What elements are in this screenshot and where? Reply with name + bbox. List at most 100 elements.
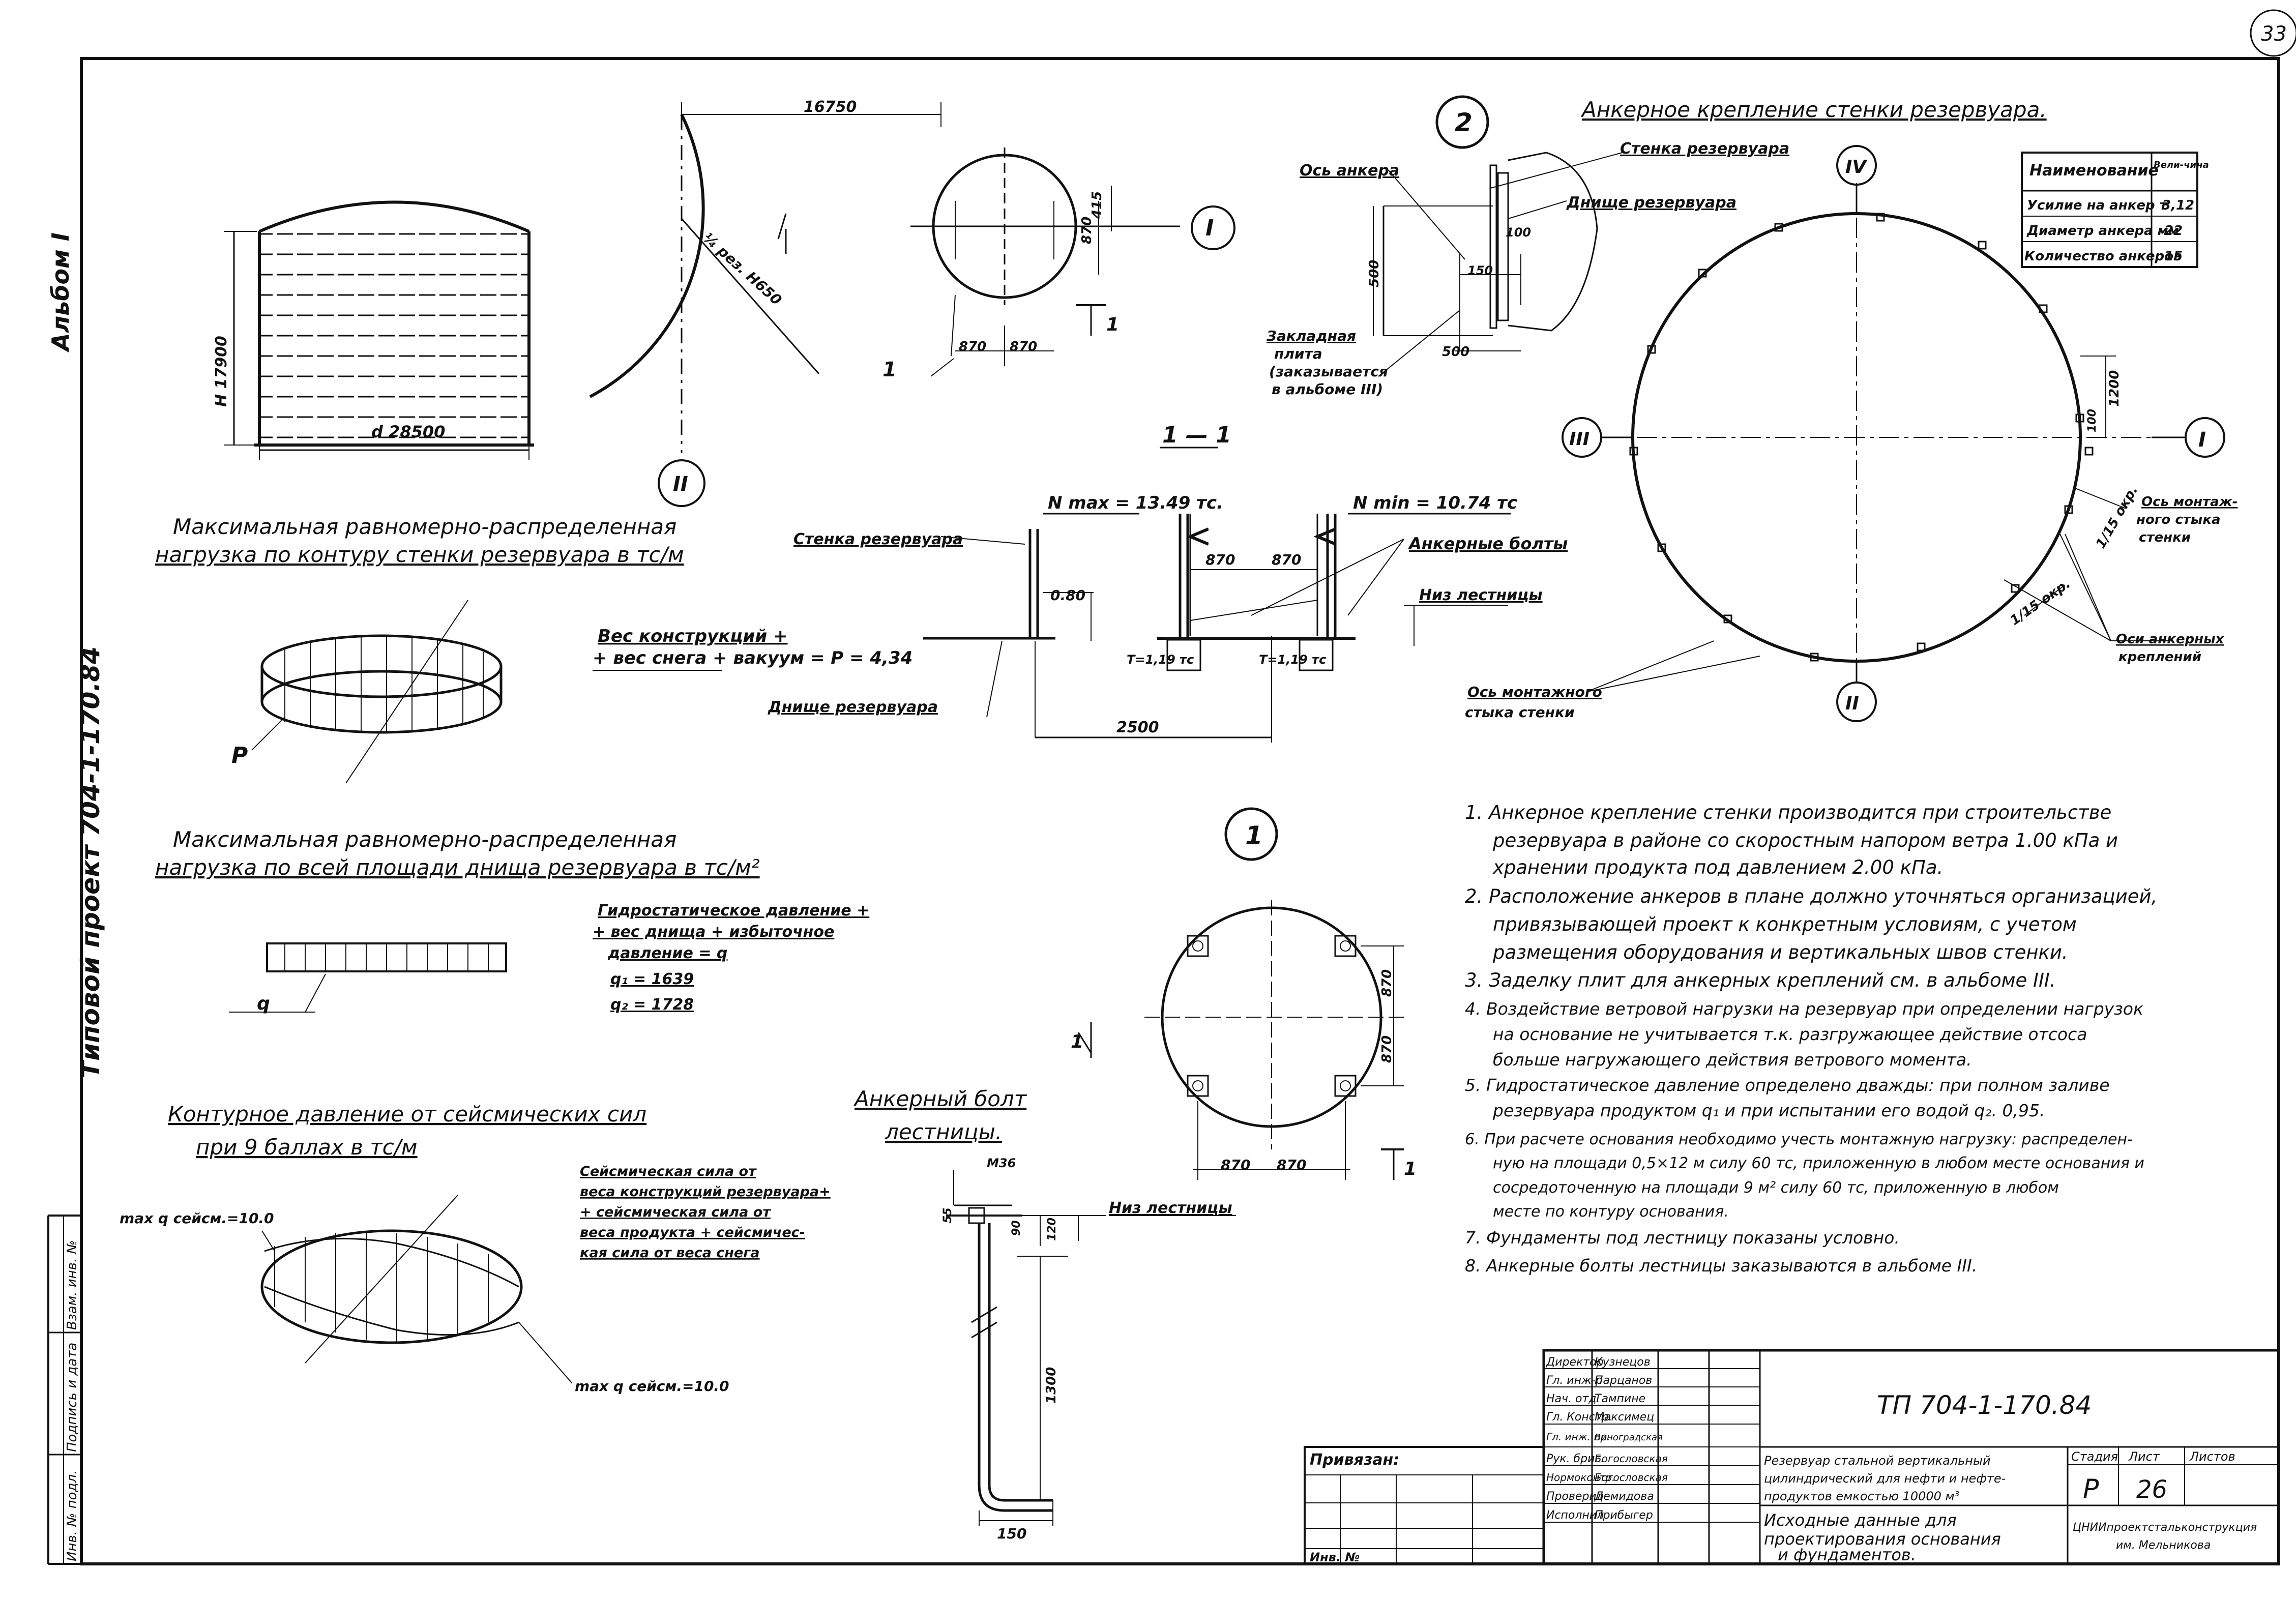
stair-bolt-dim-150: 150: [997, 1525, 1026, 1542]
tank-diameter-dim: d 28500: [371, 422, 445, 441]
name-6: Богословская: [1595, 1453, 1668, 1465]
detail-1-dim-870c: 870: [1221, 1157, 1250, 1173]
spec-row-3-value: 15: [2164, 249, 2183, 264]
seismic-title-2: при 9 баллах в тс/м: [196, 1135, 418, 1160]
bottom-formula-3: давление = q: [607, 944, 727, 962]
seismic-title-1: Контурное давление от сейсмических сил: [168, 1102, 646, 1127]
radius-label: ¼ рез. H650: [699, 229, 785, 309]
detail-1-number: 1: [1245, 821, 1263, 850]
p-label: P: [231, 743, 248, 768]
nmax-label: N max = 13.49 тс.: [1048, 493, 1223, 513]
dim-870-v: 870: [1079, 217, 1095, 244]
plan-dim-100: 100: [2086, 409, 2099, 432]
seismic-desc-5: кая сила от веса снега: [580, 1245, 760, 1261]
dim-415: 415: [1090, 191, 1105, 219]
note-line-13: 6. При расчете основания необходимо учес…: [1465, 1131, 2133, 1148]
tp-number: ТП 704-1-170.84: [1877, 1390, 2092, 1420]
role-4: Гл. Констр.: [1546, 1411, 1612, 1424]
plan-dim-1200: 1200: [2107, 370, 2122, 407]
album-label: Альбом I: [47, 232, 74, 352]
name-5: Виноградская: [1595, 1432, 1663, 1443]
embed-2: плита: [1274, 345, 1322, 362]
seam-left-1: Ось монтажного: [1467, 684, 1602, 700]
stage-header: Стадия: [2071, 1449, 2118, 1464]
bottom-formula-5: q₂ = 1728: [610, 996, 694, 1014]
embed-3: (заказывается: [1269, 363, 1388, 380]
embed-4: в альбоме III): [1272, 381, 1383, 398]
margin-stamp-2: Подпись и дата: [65, 1343, 80, 1452]
name-8: Демидова: [1594, 1490, 1654, 1503]
seismic-diagram: [260, 1195, 573, 1384]
stair-bolt-dim-1300: 1300: [1044, 1367, 1059, 1404]
note-line-2: резервуара в районе со скоростным напоро…: [1492, 830, 2118, 851]
margin-stamp-1: Инв. № подл.: [65, 1470, 80, 1561]
detail-2-dim-100: 100: [1506, 225, 1531, 240]
seismic-desc-4: веса продукта + сейсмичес-: [580, 1225, 805, 1240]
corner-number: 33: [2261, 22, 2287, 46]
section-wall-label: Стенка резервуара: [793, 530, 963, 548]
stair-bolt-dim-55: 55: [941, 1207, 954, 1223]
note-line-15: сосредоточенную на площади 9 м² силу 60 …: [1493, 1179, 2059, 1197]
spec-row-2-value: 22: [2164, 223, 2183, 239]
stair-bolt-stair-bottom: Низ лестницы: [1109, 1199, 1232, 1217]
plan-axis-II: II: [1845, 693, 1859, 714]
name-9: Прибыгер: [1595, 1509, 1653, 1522]
dim-870-s2: 870: [1272, 551, 1301, 568]
plan-axis-III: III: [1569, 429, 1589, 450]
tension-1: T=1,19 тс: [1127, 653, 1194, 667]
role-6: Рук. бриг.: [1546, 1453, 1604, 1465]
contour-ring-diagram: [251, 600, 503, 784]
section-II-mark: II: [673, 472, 688, 496]
org-name-1: ЦНИИпроектстальконструкция: [2073, 1521, 2257, 1534]
anchor-axes-2: креплений: [2118, 649, 2201, 665]
name-4: Максимец: [1595, 1411, 1654, 1424]
load-bottom-title-2: нагрузка по всей площади днища резервуар…: [155, 855, 760, 880]
bound-label: Привязан:: [1310, 1451, 1399, 1469]
spec-table: [2021, 152, 2198, 268]
desc-1: Резервуар стальной вертикальный: [1764, 1454, 1991, 1468]
role-2: Гл. инж-р: [1546, 1374, 1603, 1387]
stair-bolt-m36: M36: [987, 1156, 1016, 1170]
note-line-11: 5. Гидростатическое давление определено …: [1465, 1075, 2110, 1095]
note-line-16: месте по контуру основания.: [1493, 1203, 1729, 1221]
note-line-8: 4. Воздействие ветровой нагрузки на резе…: [1465, 999, 2143, 1019]
bottom-load-diagram: [229, 942, 507, 1013]
spec-row-1-value: 3,12: [2162, 198, 2194, 213]
detail-1-mark-left: 1: [1071, 1031, 1083, 1052]
tension-2: T=1,19 тс: [1259, 653, 1326, 667]
bottom-formula-2: + вес днища + избыточное: [593, 923, 834, 941]
dim-870-h1: 870: [959, 339, 986, 354]
role-5: Гл. инж. пр.: [1546, 1431, 1610, 1443]
section-bottom-label: Днище резервуара: [768, 698, 938, 716]
sheet-title-3: и фундаментов.: [1778, 1545, 1916, 1564]
stage-value: Р: [2083, 1474, 2099, 1504]
contour-formula-2: + вес снега + вакуум = P = 4,34: [593, 648, 912, 668]
anchor-axes-1: Оси анкерных: [2116, 632, 2225, 647]
dim-2500: 2500: [1116, 719, 1159, 736]
note-line-18: 8. Анкерные болты лестницы заказываются …: [1465, 1256, 1977, 1276]
desc-3: продуктов емкостью 10000 м³: [1764, 1489, 1959, 1503]
seam-axis-3: стенки: [2139, 530, 2191, 545]
detail-2-axis: Ось анкера: [1300, 162, 1399, 180]
name-7: Богословская: [1595, 1471, 1668, 1484]
notes-block: 1. Анкерное крепление стенки производитс…: [1465, 802, 2157, 1276]
note-line-5: привязывающей проект к конкретным услови…: [1493, 913, 2077, 935]
top-dim-16750: 16750: [804, 98, 857, 116]
spec-header-name: Наименование: [2029, 162, 2159, 180]
section-1-1-diagram: [923, 513, 1511, 743]
name-1: Кузнецов: [1595, 1356, 1651, 1369]
plan-axis-I: I: [2198, 428, 2206, 452]
note-line-6: размещения оборудования и вертикальных ш…: [1492, 941, 2068, 963]
corner-stamp: [2250, 9, 2296, 57]
role-1: Директор: [1546, 1356, 1604, 1369]
load-contour-title-2: нагрузка по контуру стенки резервуара в …: [155, 542, 684, 567]
dim-870-s1: 870: [1205, 551, 1235, 568]
plan-arc-2: 1/15 окр.: [2008, 576, 2073, 629]
detail-1-dim-870d: 870: [1277, 1157, 1306, 1173]
role-8: Проверил: [1546, 1490, 1604, 1503]
note-line-12: резервуара продуктом q₁ и при испытании …: [1492, 1101, 2045, 1120]
embed-1: Закладная: [1266, 328, 1356, 344]
seismic-max-top: max q сейсм.=10.0: [120, 1210, 274, 1227]
section-I-mark: I: [1205, 215, 1214, 241]
desc-2: цилиндрический для нефти и нефте-: [1764, 1471, 2006, 1486]
